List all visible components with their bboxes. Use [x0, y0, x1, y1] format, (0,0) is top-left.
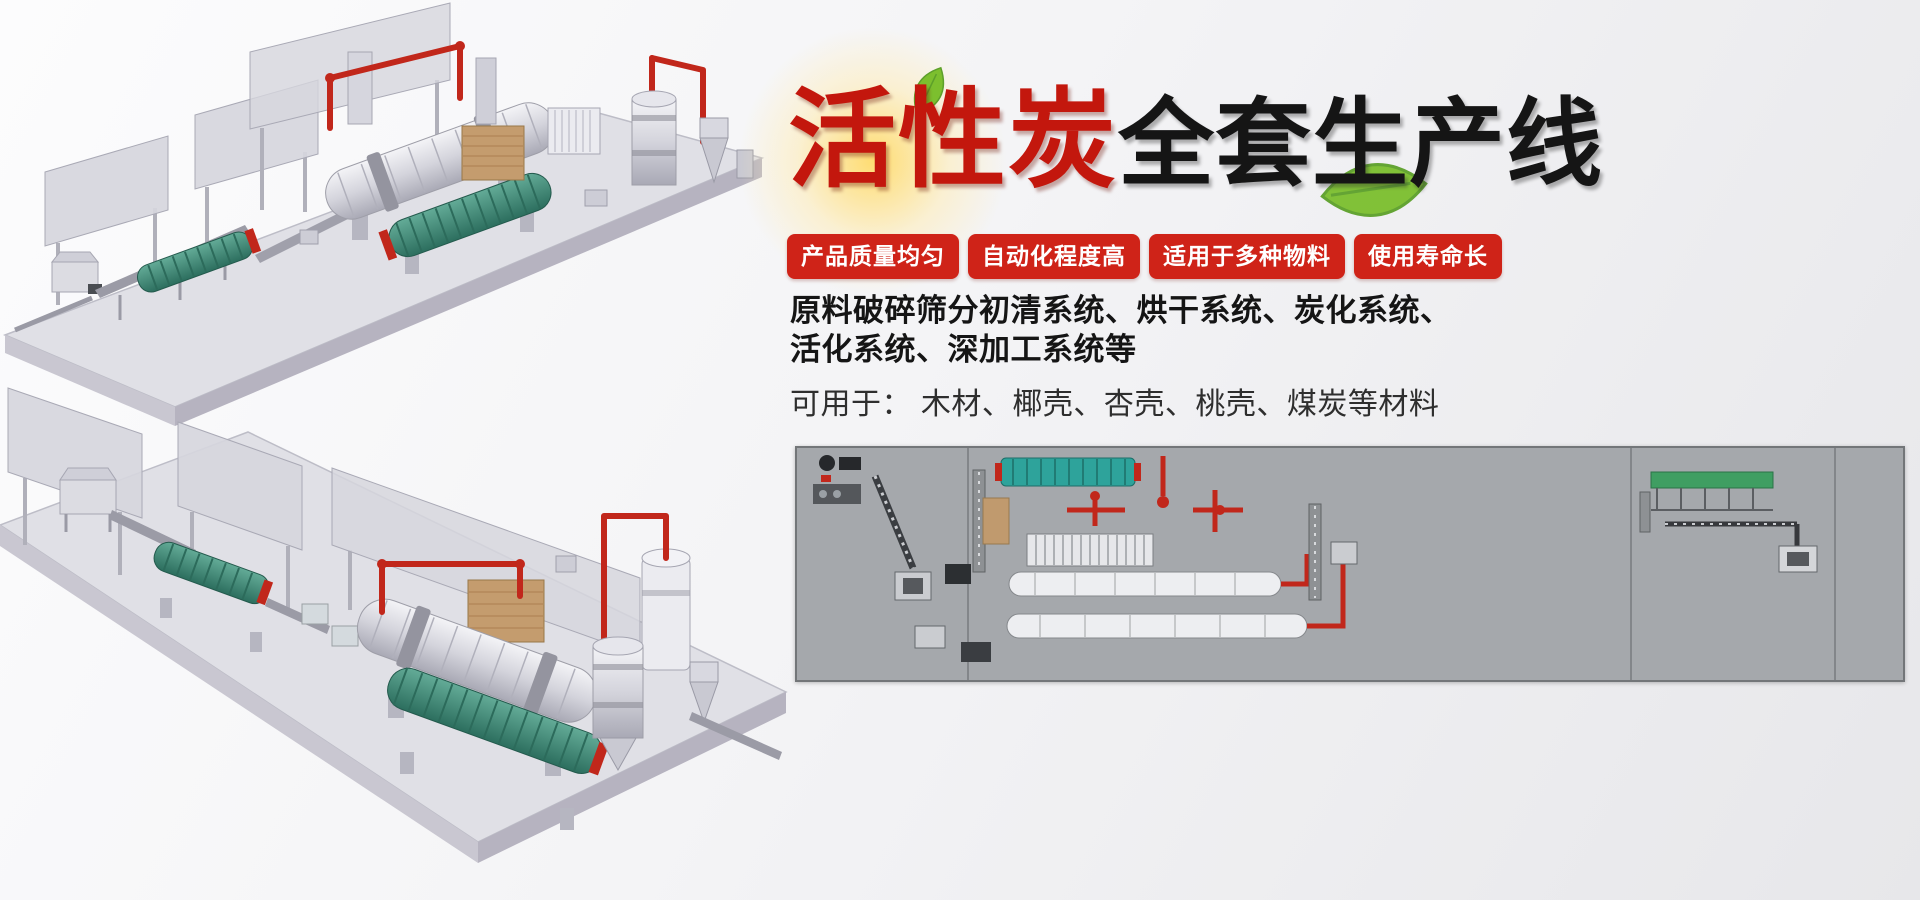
title-highlight: 活性炭	[788, 79, 1119, 200]
exhaust-tower	[475, 57, 497, 125]
feature-badges: 产品质量均匀 自动化程度高 适用于多种物料 使用寿命长	[787, 234, 1502, 279]
badge-automation: 自动化程度高	[968, 234, 1140, 279]
pipe-valve	[515, 559, 525, 569]
screening-drum	[153, 541, 274, 652]
hero-title: 活性炭全套生产线	[738, 26, 1603, 296]
discharge-conveyor	[689, 712, 782, 760]
badge-materials: 适用于多种物料	[1149, 234, 1345, 279]
description-line-2: 活化系统、深加工系统等	[790, 331, 1137, 367]
production-line-3d-top-svg	[2, 2, 765, 426]
production-line-3d-top-illustration	[0, 0, 770, 430]
activation-furnace	[631, 90, 729, 186]
control-box	[555, 555, 577, 573]
leaf-icon	[913, 66, 945, 116]
pipe-valve	[455, 41, 465, 51]
dryer-carbonizer-section	[945, 456, 1358, 662]
description-line-3: 可用于： 木材、椰壳、杏壳、桃壳、煤炭等材料	[790, 387, 1440, 421]
plant-layout-diagram	[795, 446, 1905, 682]
packing-conveyor-section	[1639, 471, 1818, 573]
leaf-icon	[1320, 163, 1428, 217]
hopper-box	[301, 603, 329, 625]
crusher-section	[813, 455, 946, 649]
screening-drum	[136, 228, 262, 293]
hopper-box	[331, 625, 359, 647]
brick-furnace-box	[467, 579, 545, 643]
badge-quality: 产品质量均匀	[787, 234, 959, 279]
feed-tower	[347, 51, 373, 125]
title-rest: 全套生产线	[1118, 91, 1604, 198]
brick-texture	[463, 135, 523, 167]
production-line-3d-bottom-svg	[0, 387, 788, 863]
platform-slab	[2, 111, 765, 426]
carbonization-drum	[378, 172, 552, 274]
description-block: 原料破碎筛分初清系统、烘干系统、炭化系统、 活化系统、深加工系统等 可用于： 木…	[790, 292, 1452, 423]
brick-texture	[469, 591, 543, 629]
pipe-valve	[325, 73, 335, 83]
filter-unit	[547, 107, 601, 155]
activation-furnace	[592, 636, 719, 772]
production-line-3d-bottom-illustration	[0, 360, 790, 900]
description-line-1: 原料破碎筛分初清系统、烘干系统、炭化系统、	[790, 293, 1452, 328]
storage-tank	[641, 548, 691, 671]
control-box	[299, 229, 319, 245]
brick-furnace-box	[461, 125, 525, 181]
transfer-conveyor	[265, 598, 330, 634]
pipe-valve	[377, 559, 387, 569]
badge-lifespan: 使用寿命长	[1354, 234, 1502, 279]
plant-layout-svg	[795, 446, 1905, 682]
carbonization-drum	[387, 667, 609, 830]
control-box	[584, 189, 608, 207]
